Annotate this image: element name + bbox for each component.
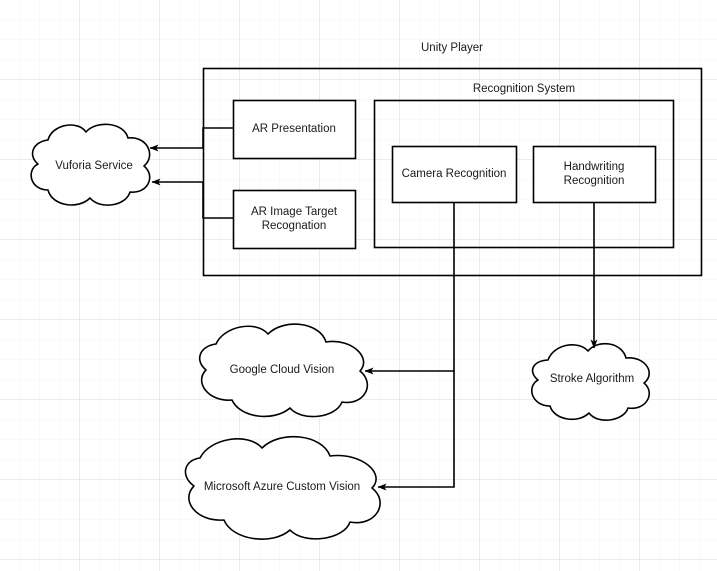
microsoft-azure-custom-vision-cloud[interactable] [184,435,381,540]
camera-recognition-label: Camera Recognition [401,168,507,180]
ar-presentation-box[interactable] [232,99,357,160]
recognition-system-container [373,99,675,249]
ar-presentation-to-vuforia-connector [149,127,233,152]
vuforia-service-cloud[interactable] [30,123,151,206]
microsoft-azure-custom-vision-label: Microsoft Azure Custom Vision [203,481,361,493]
camera-recognition-box[interactable] [391,145,518,204]
stroke-algorithm-label: Stroke Algorithm [549,373,635,385]
ar-presentation-label: AR Presentation [252,123,336,135]
camera-recognition-to-google-connector [364,202,455,375]
stroke-algorithm-cloud[interactable] [530,342,650,421]
handwriting-recognition-label: Handwriting Recognition [563,161,625,187]
google-cloud-vision-cloud[interactable] [198,323,369,418]
ar-image-target-recognation-label: AR Image Target Recognation [250,206,338,232]
unity-player-container [202,67,703,277]
recognition-system-label: Recognition System [472,83,576,95]
unity-player-label: Unity Player [421,42,483,54]
handwriting-recognition-box[interactable] [532,145,657,204]
camera-recognition-to-azure-connector [377,371,455,491]
vuforia-service-label: Vuforia Service [55,160,133,172]
google-cloud-vision-label: Google Cloud Vision [229,364,335,376]
ar-image-target-to-vuforia-connector [151,178,233,219]
ar-image-target-recognation-box[interactable] [232,189,357,250]
